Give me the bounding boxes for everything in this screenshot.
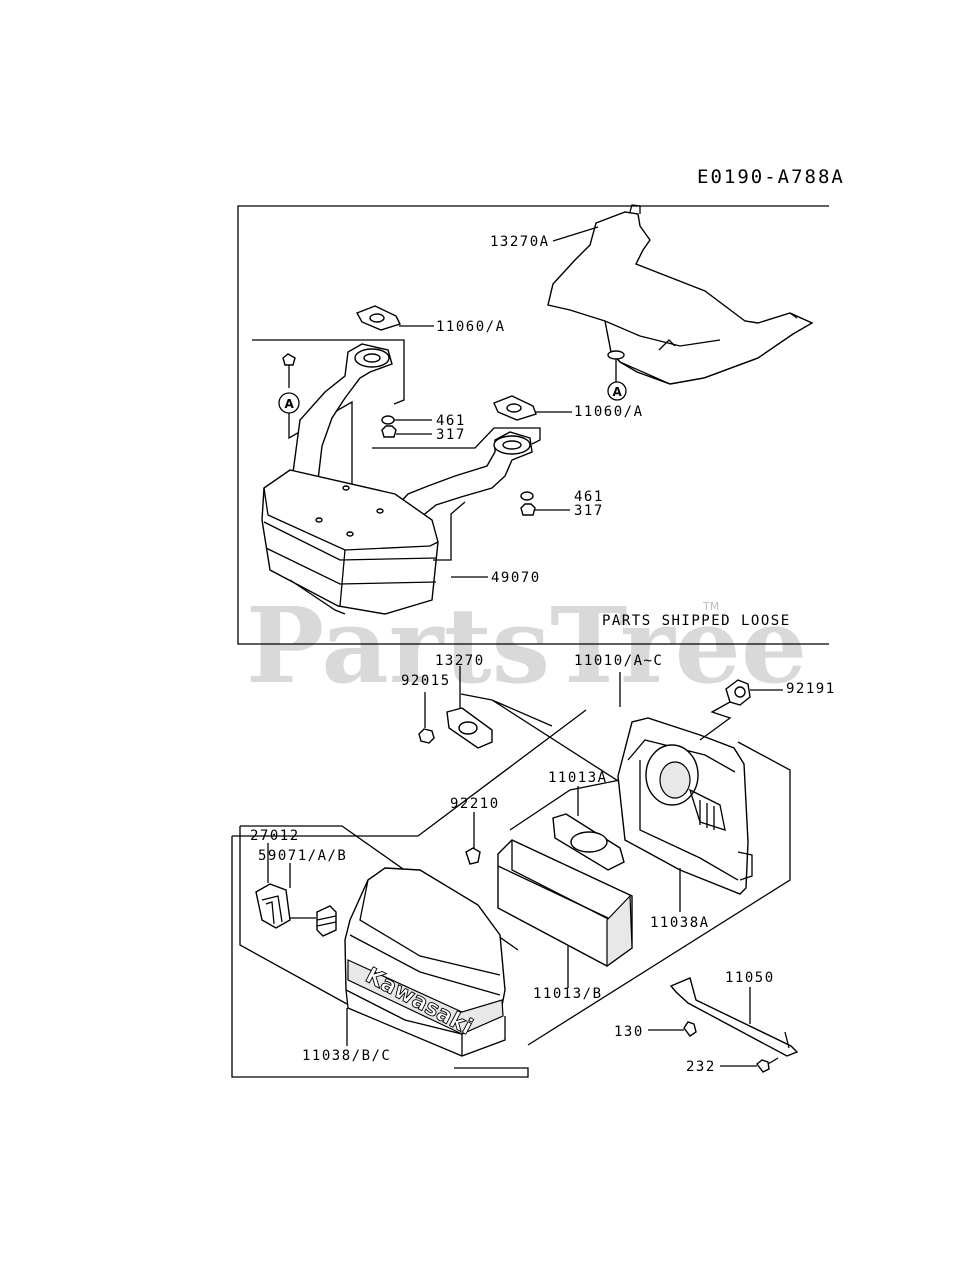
label-461-first: 461 bbox=[436, 413, 466, 429]
assembly-guide-upper-left bbox=[252, 339, 405, 405]
label-11038bc: 11038/B/C bbox=[302, 1048, 391, 1064]
label-232: 232 bbox=[686, 1059, 716, 1075]
label-92210: 92210 bbox=[450, 796, 500, 812]
reference-marker-a-right-text: A bbox=[613, 385, 623, 399]
label-11010: 11010/A~C bbox=[574, 653, 663, 669]
grommet-130[interactable] bbox=[683, 1021, 697, 1037]
clip-92210[interactable] bbox=[465, 847, 481, 865]
gasket-11060a-top[interactable] bbox=[355, 305, 401, 331]
cover-subassembly-frame bbox=[231, 836, 529, 1078]
leader-13270a bbox=[552, 226, 599, 242]
cover-inner-frame-left bbox=[239, 826, 348, 1005]
label-317-first: 317 bbox=[436, 427, 466, 443]
reference-marker-a-left-text: A bbox=[285, 397, 295, 411]
nut-317-first[interactable] bbox=[381, 425, 397, 438]
nut-317-second[interactable] bbox=[520, 503, 536, 516]
label-13270: 13270 bbox=[435, 653, 485, 669]
label-11060a-top: 11060/A bbox=[436, 319, 506, 335]
leader-59071 bbox=[289, 863, 316, 919]
label-13270a: 13270A bbox=[490, 234, 550, 250]
filter-element-11013b[interactable] bbox=[497, 839, 633, 968]
muffler-section-frame bbox=[237, 205, 829, 645]
cover-frame-top-line bbox=[232, 709, 587, 837]
label-92191: 92191 bbox=[786, 681, 836, 697]
heat-shield-13270a[interactable] bbox=[547, 204, 814, 385]
air-cleaner-base-11010[interactable] bbox=[617, 717, 753, 895]
reference-marker-a-right bbox=[607, 381, 627, 401]
label-11038a: 11038A bbox=[650, 915, 710, 931]
gasket-11060a-second[interactable] bbox=[493, 395, 537, 421]
muffler-49070[interactable] bbox=[261, 343, 533, 615]
leader-49070-bracket bbox=[433, 501, 466, 561]
lock-washer-461-second[interactable] bbox=[520, 491, 534, 501]
bolt-left[interactable] bbox=[282, 353, 296, 388]
label-49070: 49070 bbox=[491, 570, 541, 586]
label-130: 130 bbox=[614, 1024, 644, 1040]
nut-92015[interactable] bbox=[418, 728, 435, 744]
label-317-second: 317 bbox=[574, 503, 604, 519]
diagram-code: E0190-A788A bbox=[697, 166, 845, 188]
outline-mid bbox=[509, 779, 621, 831]
lock-washer-461-first[interactable] bbox=[381, 415, 395, 425]
label-11013b: 11013/B bbox=[533, 986, 603, 1002]
air-cleaner-cover-11038bc[interactable]: Kawasaki bbox=[344, 867, 506, 1057]
label-92015: 92015 bbox=[401, 673, 451, 689]
clip-27012[interactable] bbox=[255, 883, 291, 929]
assembly-guide-upper-right bbox=[372, 427, 541, 449]
gasket-13270[interactable] bbox=[446, 707, 493, 749]
pre-cleaner-11013a[interactable] bbox=[552, 813, 625, 871]
label-11060a-second: 11060/A bbox=[574, 404, 644, 420]
screw-232[interactable] bbox=[756, 1057, 779, 1073]
air-cleaner-outline-right bbox=[527, 741, 791, 1046]
bracket-11050[interactable] bbox=[669, 977, 799, 1057]
label-11013a: 11013A bbox=[548, 770, 608, 786]
outline-92191 bbox=[699, 701, 732, 741]
watermark-trademark: TM bbox=[702, 600, 719, 613]
latch-59071[interactable] bbox=[316, 905, 337, 937]
label-461-second: 461 bbox=[574, 489, 604, 505]
label-11050: 11050 bbox=[725, 970, 775, 986]
outline-diagonal-center bbox=[491, 699, 641, 796]
label-27012: 27012 bbox=[250, 828, 300, 844]
parts-shipped-loose-note: PARTS SHIPPED LOOSE bbox=[602, 613, 791, 629]
label-59071: 59071/A/B bbox=[258, 848, 347, 864]
